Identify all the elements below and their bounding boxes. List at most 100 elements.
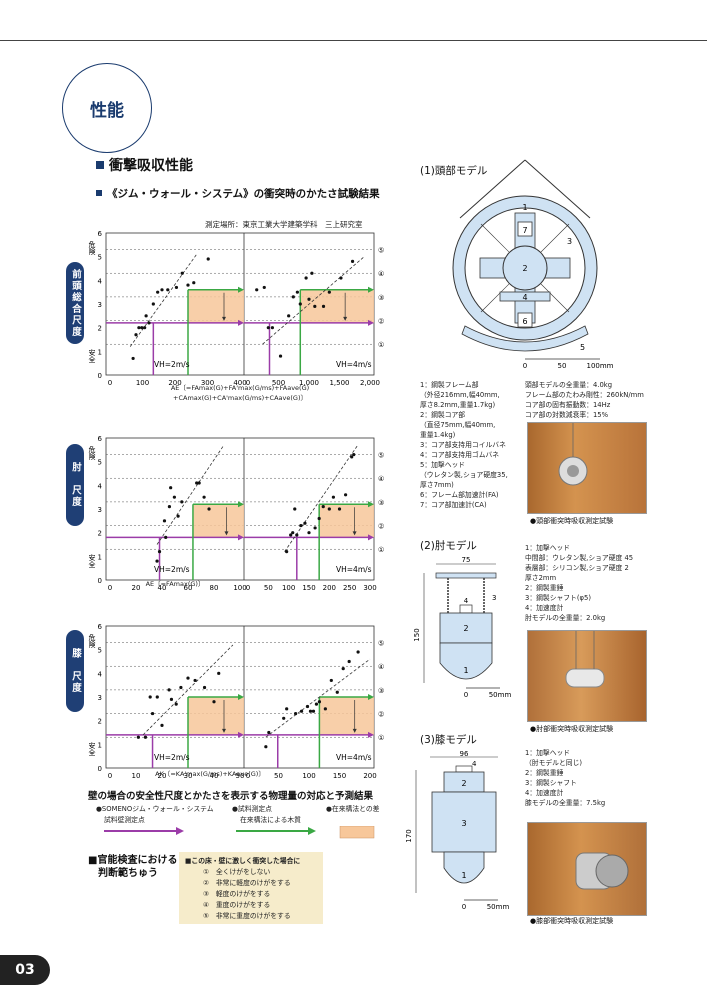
svg-text:4: 4 xyxy=(522,293,527,302)
speed-label: VH=4m/s xyxy=(336,565,372,574)
purple-arrowhead-icon xyxy=(238,731,244,738)
level-marker: ① xyxy=(378,734,384,742)
data-point xyxy=(341,667,345,671)
data-point xyxy=(148,695,152,699)
data-point xyxy=(162,519,167,523)
data-point xyxy=(147,321,151,325)
data-point xyxy=(155,695,159,699)
legend-title: 壁の場合の安全性尺度とかたさを表示する物理量の対応と予測結果 xyxy=(88,791,374,802)
legend-swatches xyxy=(104,826,375,839)
page-number: 03 xyxy=(0,955,50,985)
x-tick-label: 250 xyxy=(343,584,356,592)
level-marker: ④ xyxy=(378,270,384,278)
y-tick-label: 2 xyxy=(98,718,102,726)
formula-elbow: AE〔=FAmax(G)〕 xyxy=(145,580,205,588)
list-item: 4：コア部支持用ゴムバネ xyxy=(420,451,500,459)
svg-text:2: 2 xyxy=(522,264,527,273)
level-marker: ⑤ xyxy=(378,247,384,255)
data-point xyxy=(307,531,311,535)
data-point xyxy=(169,697,174,701)
x-tick-label: 20 xyxy=(132,584,141,592)
top-rule xyxy=(0,40,707,41)
data-point xyxy=(192,281,196,285)
level-marker: ③ xyxy=(378,499,384,507)
data-point xyxy=(131,356,135,361)
green-arrowhead-icon xyxy=(238,286,244,293)
green-arrowhead-icon xyxy=(238,501,244,508)
regression-line xyxy=(129,254,197,347)
down-arrowhead-icon xyxy=(222,728,226,733)
square-bullet-icon xyxy=(96,190,102,196)
data-point xyxy=(321,304,326,308)
data-point xyxy=(317,516,321,521)
svg-text:50: 50 xyxy=(558,362,567,370)
data-point xyxy=(356,650,360,654)
level-marker: ⑤ xyxy=(378,640,384,648)
data-point xyxy=(186,676,190,680)
data-point xyxy=(294,711,298,716)
x-tick-label: 0 xyxy=(108,584,112,592)
data-point xyxy=(202,495,206,499)
data-point xyxy=(344,493,348,497)
list-item: （ウレタン製,ショア硬度35, xyxy=(420,471,508,479)
danger-label: 危険 xyxy=(88,445,96,461)
chart-label-elbow: 肘 尺度 xyxy=(66,444,84,526)
list-item: 重量1.4kg) xyxy=(420,431,456,439)
data-point xyxy=(314,702,319,706)
y-tick-label: 5 xyxy=(98,459,102,467)
chart-label-head: 前頭総合尺度 xyxy=(66,262,84,344)
level-marker: ② xyxy=(378,523,384,531)
down-arrowhead-icon xyxy=(352,728,357,733)
data-point xyxy=(166,288,170,292)
legend-item-3: ●在来構法との差 xyxy=(326,805,380,813)
level-marker: ③ xyxy=(378,687,384,695)
level-marker: ① xyxy=(378,546,384,554)
purple-arrowhead-icon xyxy=(238,534,244,541)
y-tick-label: 5 xyxy=(98,254,102,262)
svg-text:75: 75 xyxy=(462,556,471,564)
data-point xyxy=(270,326,274,330)
speed-label: VH=4m/s xyxy=(336,360,372,369)
list-item: 3：鋼製シャフト(φ5) xyxy=(525,594,592,602)
section-title: 衝撃吸収性能 xyxy=(96,155,193,175)
data-point xyxy=(174,285,179,290)
svg-text:96: 96 xyxy=(460,750,469,758)
data-point xyxy=(313,304,317,308)
x-tick-label: 50 xyxy=(264,584,273,592)
svg-text:0: 0 xyxy=(462,903,466,911)
list-item: （肘モデルと同じ) xyxy=(525,759,583,767)
green-arrowhead-icon xyxy=(368,501,374,508)
list-item: 厚さ8.2mm,重量1.7kg) xyxy=(420,401,496,409)
y-tick-label: 6 xyxy=(98,623,103,631)
data-point xyxy=(169,486,173,490)
purple-arrowhead-icon xyxy=(368,319,374,326)
difference-area xyxy=(319,504,374,538)
y-tick-label: 2 xyxy=(98,530,102,538)
svg-text:4: 4 xyxy=(464,597,469,605)
data-point xyxy=(331,495,335,499)
x-tick-label: 20 xyxy=(158,772,167,780)
square-bullet-icon xyxy=(96,161,104,169)
purple-arrowhead-icon xyxy=(238,319,244,326)
list-item: 2：鋼製重錘 xyxy=(525,584,564,592)
data-point xyxy=(150,711,155,716)
down-arrowhead-icon xyxy=(343,316,348,321)
difference-area xyxy=(192,504,244,538)
data-point xyxy=(266,326,270,330)
elbow-photo-caption: ●肘部衝突時吸収測定試験 xyxy=(530,725,614,733)
data-point xyxy=(299,709,304,713)
safe-label: 安全 xyxy=(88,553,96,568)
head-test-photo xyxy=(527,422,647,514)
speed-label: VH=2m/s xyxy=(154,360,190,369)
x-tick-label: 50 xyxy=(274,772,283,780)
svg-text:3: 3 xyxy=(461,819,466,828)
purple-arrowhead-icon xyxy=(176,827,184,835)
data-point xyxy=(295,290,299,294)
x-tick-label: 150 xyxy=(302,584,315,592)
x-tick-label: 40 xyxy=(210,772,219,780)
legend-item-1: ●SOMENOジム・ウォール・システム 試料壁測定点 xyxy=(96,805,214,824)
data-point xyxy=(295,533,299,537)
x-tick-label: 300 xyxy=(363,584,376,592)
